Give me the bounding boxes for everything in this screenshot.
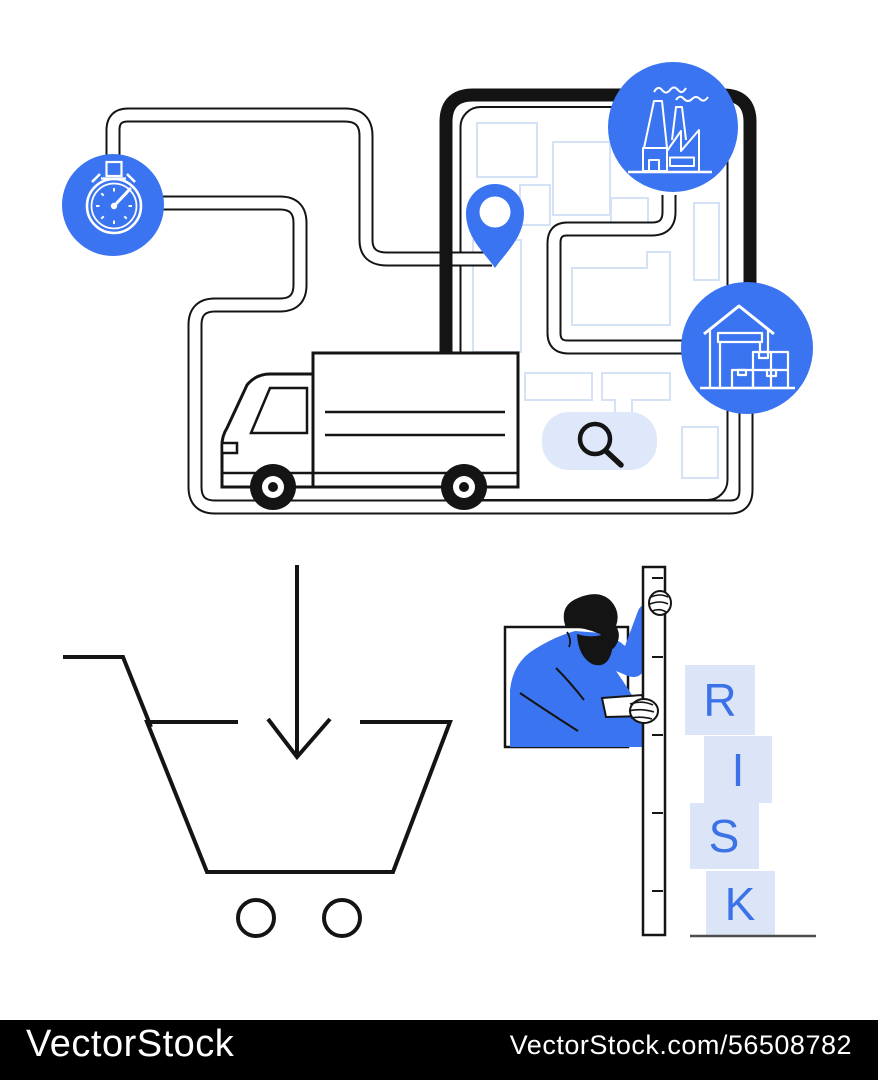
map-search-bar[interactable] [542, 412, 657, 470]
lower-hand [628, 698, 659, 724]
risk-letter-i: I [732, 744, 745, 796]
location-pin-icon [466, 184, 524, 268]
face-line [566, 631, 572, 648]
risk-blocks: R I S K [685, 665, 816, 938]
down-arrow-icon [266, 565, 332, 761]
shirt-folds [519, 667, 585, 732]
beard [577, 631, 613, 666]
truck-window [249, 386, 309, 435]
cart-handle [63, 655, 153, 728]
cart-basket [144, 720, 453, 874]
factory-icon [608, 62, 738, 192]
risk-block-i [704, 736, 772, 803]
smoke-squiggle [653, 86, 687, 94]
vectorstock-logo: VectorStock [26, 1023, 235, 1065]
image-url-text: VectorStock.com/56508782 [509, 1030, 852, 1060]
watermark-bar: VectorStock VectorStock.com/56508782 [0, 1020, 878, 1080]
risk-letter-s: S [709, 810, 740, 862]
truck-wheel-rear [441, 464, 487, 510]
person-on-ladder [503, 565, 672, 937]
search-icon [577, 421, 624, 468]
cart-wheel-right [322, 898, 362, 938]
illustration-canvas: R I S K [62, 62, 816, 938]
cart-wheel-left [236, 898, 276, 938]
risk-block-k [706, 871, 775, 935]
delivery-truck [220, 351, 520, 510]
warehouse-icon [681, 282, 813, 414]
risk-block-s [690, 803, 759, 869]
truck-wheel-front [250, 464, 296, 510]
risk-block-r [685, 665, 755, 735]
risk-letter-k: K [725, 878, 756, 930]
upper-hand [648, 590, 672, 616]
shopping-cart [63, 655, 453, 938]
risk-letter-r: R [703, 674, 736, 726]
stopwatch-icon [62, 154, 164, 256]
smoke-squiggle [675, 95, 709, 102]
ladder-pole [641, 565, 667, 937]
tablet-frame [439, 88, 757, 488]
delivery-routes [105, 107, 754, 515]
